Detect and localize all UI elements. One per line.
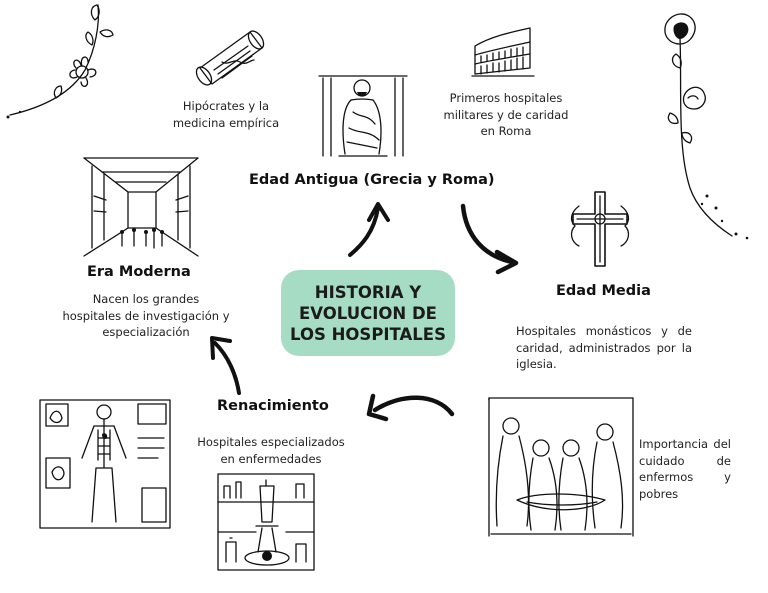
hospital-corridor-icon: [83, 157, 199, 257]
heading-renacimiento: Renacimiento: [217, 398, 329, 414]
note-especializados: Hospitales especializados en enfermedade…: [197, 435, 345, 466]
philosopher-statue-icon: [318, 75, 408, 157]
heading-edad-antigua: Edad Antigua (Grecia y Roma): [249, 172, 495, 188]
colosseum-icon: [471, 27, 535, 77]
monks-caring-icon: [488, 397, 634, 537]
note-investigacion: Nacen los grandes hospitales de investig…: [62, 292, 230, 339]
microscope-lab-icon: [217, 473, 315, 571]
note-cuidado: Importancia del cuidado de enfermos y po…: [639, 437, 731, 501]
arrow-to-renacimiento: [366, 393, 455, 422]
flower-branch-icon: [6, 4, 114, 119]
heading-era-moderna: Era Moderna: [87, 264, 191, 280]
anatomy-drawing-icon: [39, 399, 171, 529]
rose-stem-icon: [664, 13, 749, 240]
arrow-to-antigua: [348, 202, 390, 257]
note-roma: Primeros hospitales militares y de carid…: [443, 91, 569, 138]
scroll-icon: [195, 30, 265, 86]
arrow-to-media: [460, 203, 519, 275]
arrow-to-moderna: [210, 336, 241, 395]
cross-icon: [570, 191, 630, 267]
heading-edad-media: Edad Media: [556, 283, 651, 299]
note-monasticos: Hospitales monásticos y de caridad, admi…: [516, 324, 692, 371]
center-title: HISTORIA Y EVOLUCION DE LOS HOSPITALES: [281, 270, 455, 356]
note-hipocrates: Hipócrates y la medicina empírica: [172, 99, 280, 130]
